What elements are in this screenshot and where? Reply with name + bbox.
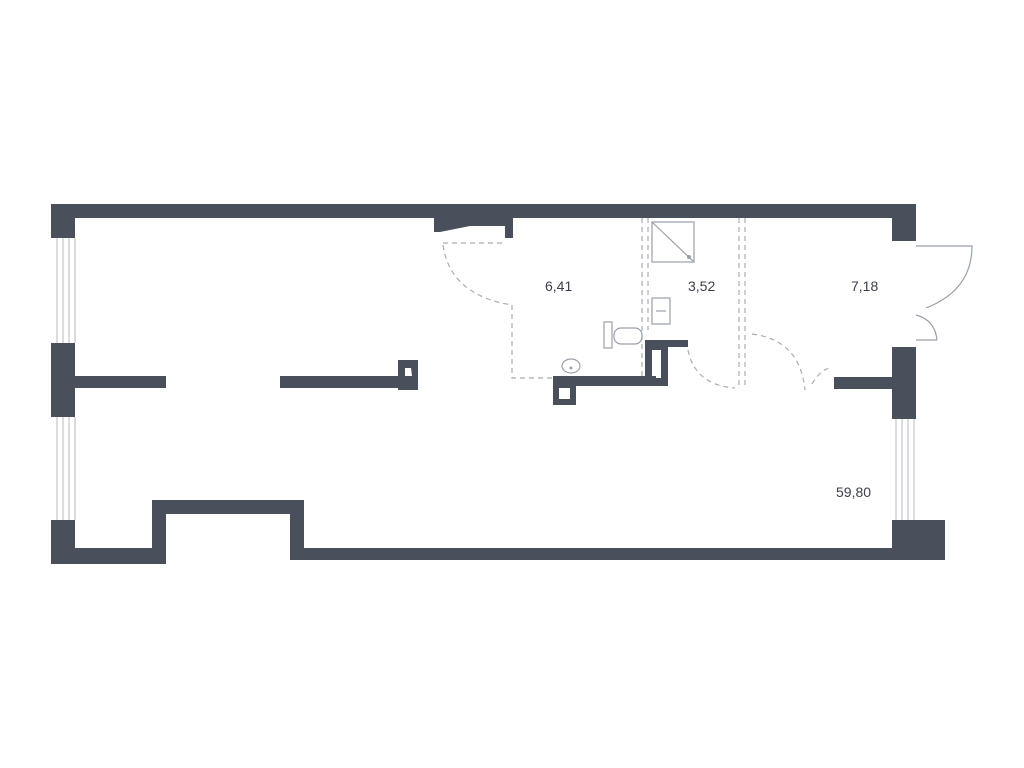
notch-left-side [152,500,166,564]
bottom-wall-right [290,548,916,560]
notch-right-side [290,500,304,560]
partition-left-stub [75,376,166,388]
right-wall-top-pier [892,204,916,241]
washbasin-icon [561,358,581,374]
bath-wall [645,340,688,386]
bath-door-swing [687,349,736,389]
window-left-upper [56,238,76,343]
exterior-door-leaf-top [916,245,973,309]
interior-walls [75,218,892,405]
left-wall-middle-pier [51,343,75,417]
bottom-wall-left [51,548,166,564]
right-wall-middle-pier [892,347,916,419]
exterior-door-leaf-bottom [915,314,938,341]
area-label-main-space: 59,80 [836,484,871,500]
entry-door-swing-2 [811,367,831,385]
partition-middle [280,376,418,388]
left-wall-top-pier [51,204,75,238]
shower-tray-icon [651,221,695,263]
hall-door-swing [442,244,513,306]
area-label-entry: 7,18 [851,278,878,294]
hall-top-ledge [434,218,512,224]
column-small [398,360,418,390]
column-hall [553,376,576,405]
right-wall-bottom-pier [892,520,945,560]
area-label-hall: 6,41 [545,278,572,294]
hall-top-ledge-post [505,218,513,238]
hall-ledge-wedge [434,224,505,232]
window-right [895,419,915,520]
windows [56,238,915,520]
hall-bottom-wall [566,376,656,386]
notch-top [152,500,304,514]
entry-door-swing [751,333,806,391]
bathroom-fixtures [561,218,746,388]
top-wall [51,204,916,218]
toilet-icon [603,321,643,349]
area-labels: 6,41 3,52 7,18 59,80 [545,278,878,500]
partition-right [834,377,892,389]
sink-icon [651,297,671,325]
hall-dashed-outline [511,305,553,379]
area-label-bathroom: 3,52 [688,278,715,294]
window-left-lower [56,417,76,520]
outer-walls [51,204,945,564]
doors [442,242,973,391]
